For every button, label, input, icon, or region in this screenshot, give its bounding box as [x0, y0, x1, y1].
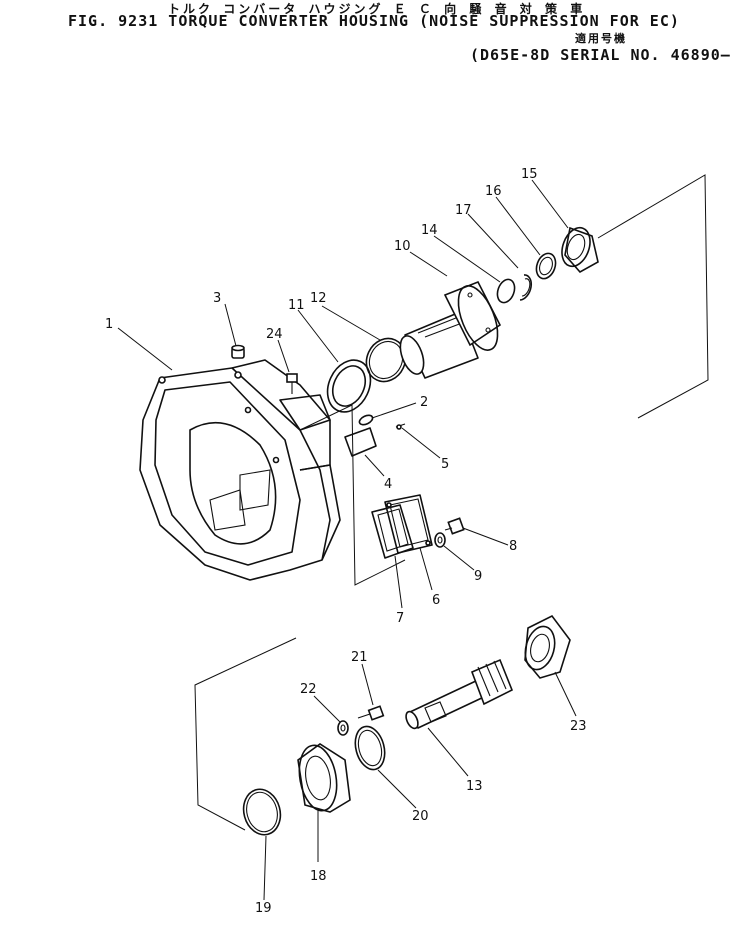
part-5-screw	[395, 423, 406, 430]
callout-19: 19	[255, 901, 272, 916]
group-bracket-bottom	[194, 637, 297, 831]
callout-1: 1	[105, 317, 113, 332]
callout-5: 5	[441, 457, 449, 472]
callout-24: 24	[266, 327, 283, 342]
group-bracket-mid	[299, 404, 406, 586]
serial-number-line: (D65E-8D SERIAL NO. 46890— )	[470, 46, 738, 64]
callout-4: 4	[384, 477, 392, 492]
callout-20: 20	[412, 809, 429, 824]
part-16-snap-ring	[535, 252, 557, 280]
callout-13: 13	[466, 779, 483, 794]
part-3-plug	[231, 344, 245, 359]
part-9-washer	[434, 532, 446, 548]
callout-2: 2	[420, 395, 428, 410]
japanese-model-label: 適用号機	[575, 32, 627, 45]
callout-9: 9	[474, 569, 482, 584]
callout-10: 10	[394, 239, 411, 254]
callout-17: 17	[455, 203, 472, 218]
callout-22: 22	[300, 682, 317, 697]
callout-16: 16	[485, 184, 502, 199]
callout-7: 7	[396, 611, 404, 626]
part-15-bearing	[561, 226, 599, 274]
callout-14: 14	[421, 223, 438, 238]
part-1-housing	[139, 359, 341, 581]
part-12-o-ring	[365, 337, 407, 383]
part-13-shaft	[405, 658, 514, 730]
callout-3: 3	[213, 291, 221, 306]
part-6-cover	[384, 494, 433, 554]
callout-23: 23	[570, 719, 587, 734]
part-8-bolt	[444, 517, 465, 535]
part-18-retainer	[297, 743, 351, 813]
group-bracket-top	[597, 174, 709, 419]
callout-18: 18	[310, 869, 327, 884]
part-17-snap-ring	[519, 274, 533, 301]
part-21-bolt	[357, 705, 385, 721]
callout-8: 8	[509, 539, 517, 554]
part-20-bearing	[354, 725, 386, 771]
leader-lines	[117, 179, 577, 901]
callout-15: 15	[521, 167, 538, 182]
figure-title: FIG. 9231 TORQUE CONVERTER HOUSING (NOIS…	[68, 12, 680, 30]
part-22-washer	[337, 720, 349, 736]
japanese-title: トルク コンバータ ハウジング Ｅ Ｃ 向 騒 音 対 策 車	[168, 2, 586, 16]
callout-21: 21	[351, 650, 368, 665]
part-11-ring	[326, 359, 372, 413]
callout-12: 12	[310, 291, 327, 306]
callout-6: 6	[432, 593, 440, 608]
part-23-retainer	[524, 614, 571, 679]
callout-labels: 1 2 3 4 5 6 7 8 9 10 11 12 13 14 15 16 1…	[105, 167, 587, 916]
part-24-bolt	[286, 373, 298, 394]
part-4-cover	[344, 427, 377, 457]
part-10-shaft-flange	[399, 280, 502, 379]
callout-11: 11	[288, 298, 305, 313]
part-19-o-ring	[242, 788, 282, 836]
part-14-snap-ring	[496, 278, 516, 304]
part-2-plug	[358, 414, 374, 426]
